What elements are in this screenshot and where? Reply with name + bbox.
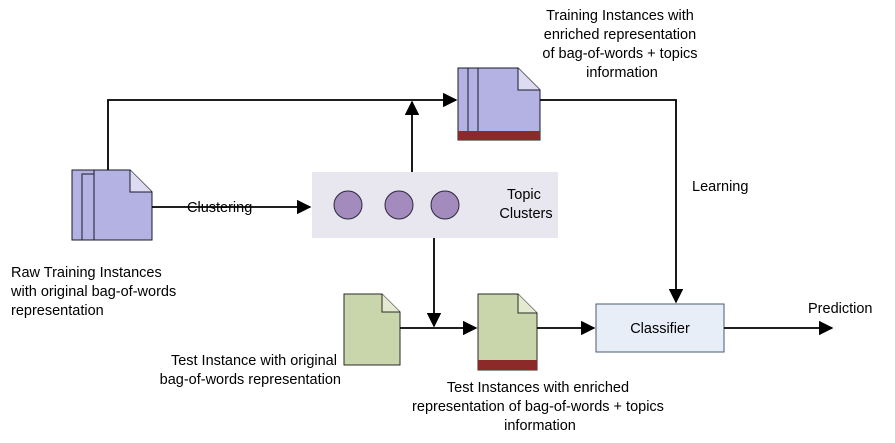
test-enriched-doc	[477, 293, 538, 371]
classifier-box	[595, 303, 725, 353]
cluster-circle	[384, 190, 414, 220]
test-instance-doc	[343, 293, 401, 366]
test-enriched-label: Test Instances with enriched representat…	[412, 380, 668, 434]
topic-bar	[478, 360, 537, 370]
prediction-label: Prediction	[808, 301, 872, 317]
classifier-label: Classifier	[630, 321, 690, 337]
arrow-raw-to-enriched	[107, 92, 458, 170]
cluster-circle	[333, 190, 363, 220]
topic-bar	[458, 131, 540, 140]
arrow-training-to-classifier	[540, 99, 684, 304]
raw-training-doc-stack	[71, 169, 153, 241]
clustering-label: Clustering	[187, 200, 252, 216]
training-enriched-doc-stack	[457, 67, 541, 141]
training-enriched-label: Training Instances with enriched represe…	[542, 8, 701, 81]
cluster-circle	[430, 190, 460, 220]
learning-label: Learning	[692, 179, 748, 195]
raw-training-label: Raw Training Instances with original bag…	[10, 265, 180, 319]
topic-clusters-label: Topic Clusters	[499, 187, 552, 222]
test-instance-label: Test Instance with original bag-of-words…	[160, 353, 341, 388]
connectors	[107, 92, 834, 336]
topic-clusters-panel	[312, 172, 558, 238]
